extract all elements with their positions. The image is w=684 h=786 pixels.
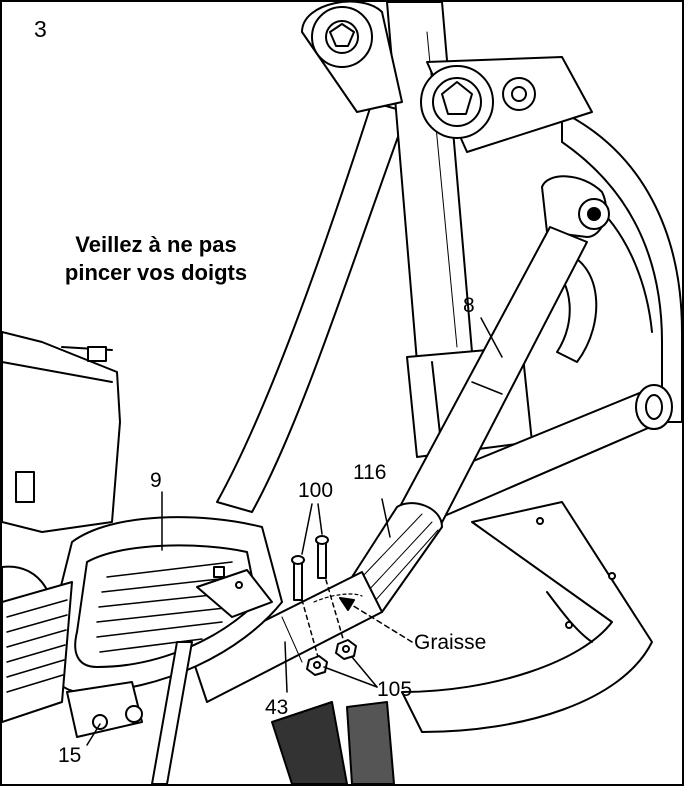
left-console [2,331,121,533]
back-diagonal-tube [216,101,408,513]
leader-lines [86,317,503,746]
callout-8: 8 [463,294,475,317]
small-pivot [502,77,536,111]
callout-graisse: Graisse [414,631,487,654]
callout-15: 15 [58,744,82,767]
right-pivot-cap [420,65,494,139]
bolt-guides [301,579,345,658]
left-pivot-cap [311,6,373,68]
pedal-arm-43 [191,571,383,703]
bolts-100 [291,535,329,601]
callout-100: 100 [298,479,334,502]
warning-line-2: pincer vos doigts [64,260,248,285]
lower-frame-dark [271,701,348,784]
base-plate [401,501,653,733]
pedal-bracket [196,569,273,618]
rear-frame-tube [561,111,682,423]
callout-9: 9 [150,469,162,492]
callout-105: 105 [377,678,413,701]
step-number: 3 [34,16,47,42]
grease-arrow [346,601,413,643]
callout-43: 43 [265,696,289,719]
warning-note: Veillez à ne pas pincer vos doigts [22,231,290,287]
warning-line-1: Veillez à ne pas [75,232,237,257]
wheel-bracket-15 [66,681,143,738]
callout-116: 116 [353,461,387,484]
